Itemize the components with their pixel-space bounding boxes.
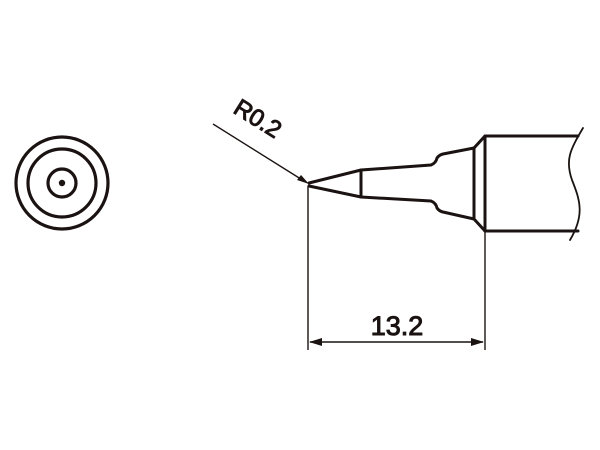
- center-dot: [58, 179, 66, 187]
- tip-upper-profile: [307, 134, 580, 185]
- tip-lower-profile: [307, 184, 580, 233]
- arrowhead-right: [471, 338, 484, 346]
- outer-ring: [14, 135, 110, 231]
- radius-callout: R0.2: [212, 94, 309, 184]
- second-ring: [26, 147, 98, 219]
- length-dimension: 13.2: [307, 186, 486, 350]
- arrowhead-left: [309, 338, 322, 346]
- inner-ring: [46, 167, 78, 199]
- side-view: [307, 127, 584, 241]
- radius-leader-line: [212, 123, 305, 182]
- radius-label: R0.2: [229, 94, 286, 144]
- radius-arrowhead: [297, 175, 309, 184]
- end-view: [14, 135, 110, 231]
- length-label: 13.2: [371, 311, 424, 341]
- break-line: [568, 127, 584, 241]
